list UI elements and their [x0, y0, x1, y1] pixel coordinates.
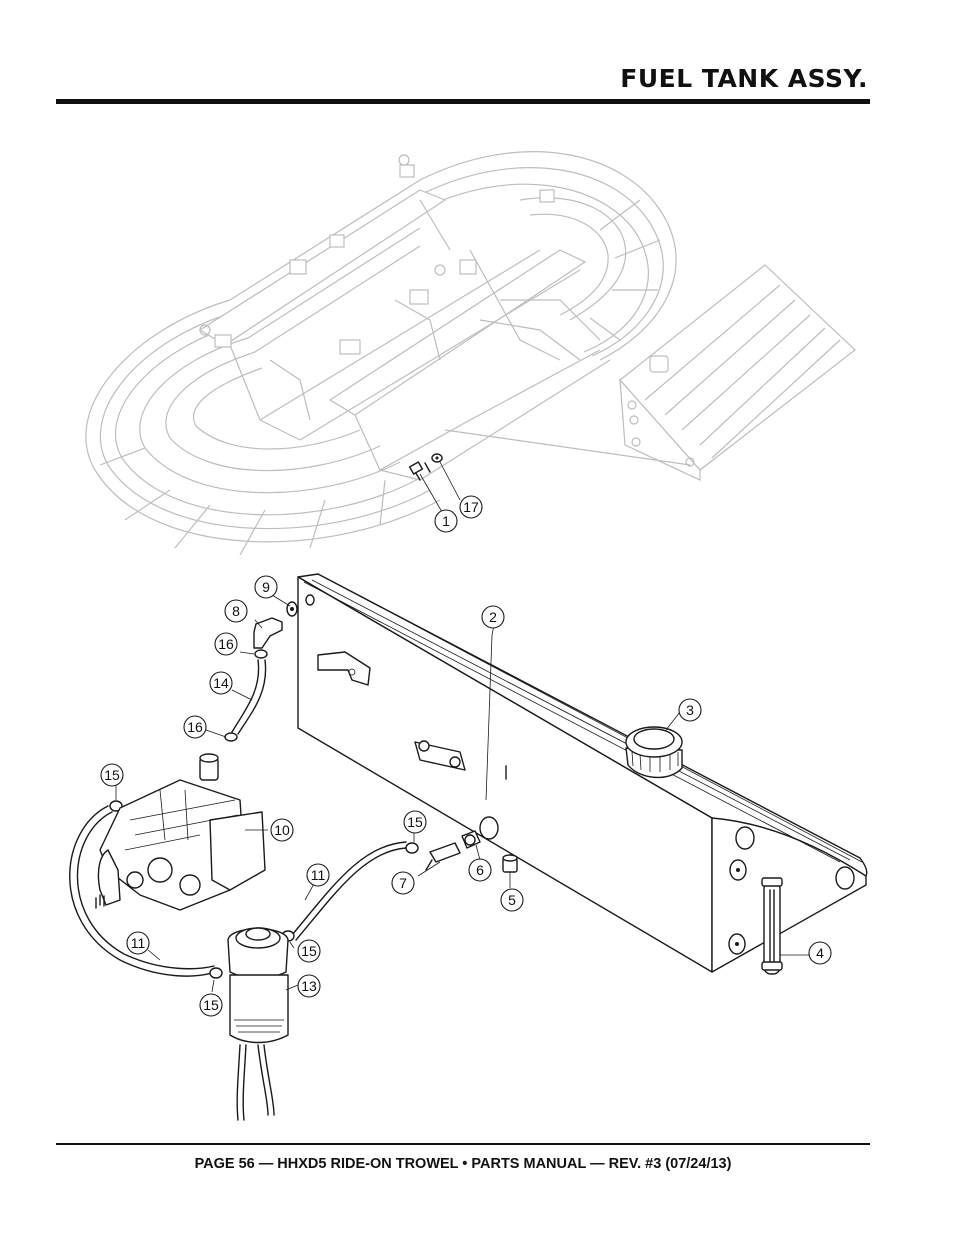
svg-text:1: 1 [442, 513, 450, 529]
svg-text:16: 16 [218, 636, 234, 652]
svg-text:15: 15 [301, 943, 317, 959]
fuel-tank [297, 573, 868, 973]
svg-text:8: 8 [232, 603, 240, 619]
svg-text:9: 9 [262, 579, 270, 595]
callout-14: 14 [209, 671, 233, 695]
callout-10: 10 [270, 818, 294, 842]
svg-text:11: 11 [131, 935, 146, 951]
callout-15-pump: 15 [100, 763, 124, 787]
svg-text:5: 5 [508, 892, 516, 908]
svg-text:10: 10 [274, 822, 290, 838]
svg-text:15: 15 [104, 767, 120, 783]
callout-13: 13 [297, 974, 321, 998]
footer-rule [56, 1143, 870, 1145]
svg-text:4: 4 [816, 945, 824, 961]
callout-5: 5 [500, 888, 524, 912]
svg-text:13: 13 [301, 978, 317, 994]
injection-pump [95, 753, 268, 911]
callout-16-lower: 16 [183, 715, 207, 739]
svg-text:17: 17 [463, 499, 479, 515]
svg-text:11: 11 [311, 867, 326, 883]
svg-text:15: 15 [407, 814, 423, 830]
bolt-and-washer [408, 453, 461, 513]
header-rule [56, 99, 870, 104]
callout-15-filter: 15 [297, 939, 321, 963]
page-footer: PAGE 56 — HHXD5 RIDE-ON TROWEL • PARTS M… [194, 1156, 732, 1172]
callout-11-left: 11 [126, 931, 150, 955]
svg-text:14: 14 [213, 675, 229, 691]
trowel-frame-ghost [85, 151, 677, 556]
mounted-fuel-tank-ghost [444, 264, 856, 481]
callout-4: 4 [808, 941, 832, 965]
svg-text:6: 6 [476, 862, 484, 878]
svg-text:16: 16 [187, 719, 203, 735]
svg-text:7: 7 [399, 875, 407, 891]
fuel-level-gauge [761, 877, 812, 975]
callout-8: 8 [224, 599, 248, 623]
callout-15-bottom: 15 [199, 993, 223, 1017]
callout-9: 9 [254, 575, 278, 599]
callout-7: 7 [391, 871, 415, 895]
callout-16-upper: 16 [214, 632, 238, 656]
callout-3: 3 [678, 698, 702, 722]
callout-15-tank: 15 [403, 810, 427, 834]
callout-17: 17 [459, 495, 483, 519]
fuel-cap [625, 726, 683, 779]
svg-text:3: 3 [686, 702, 694, 718]
callout-1: 1 [434, 509, 458, 533]
fuel-filter [227, 927, 299, 1121]
callout-11-right: 11 [306, 863, 330, 887]
svg-text:2: 2 [489, 609, 497, 625]
callout-2: 2 [481, 605, 505, 629]
page-title: FUEL TANK ASSY. [620, 64, 868, 93]
svg-text:15: 15 [203, 997, 219, 1013]
fuel-outlet-fittings [417, 816, 499, 877]
drain-plug [502, 854, 518, 888]
callout-6: 6 [468, 858, 492, 882]
